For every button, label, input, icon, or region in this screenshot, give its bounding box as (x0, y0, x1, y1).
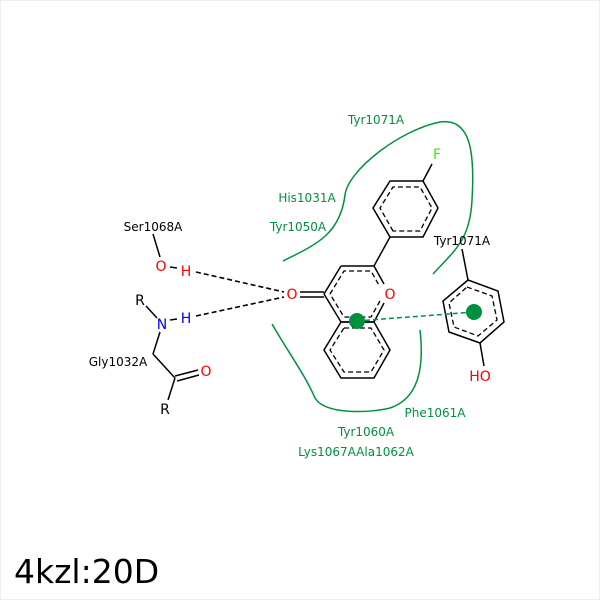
bond (323, 265, 342, 295)
hydrophobic-arc-top (282, 121, 474, 275)
ring-centroid (349, 313, 365, 329)
residue-label-lys1067-ala1062: Lys1067AAla1062A (298, 445, 414, 459)
bond (174, 369, 199, 377)
ser-oxygen: O (155, 259, 166, 275)
r-group: R (135, 293, 145, 309)
hydrogen-bond (195, 296, 285, 317)
residue-label-ser1068: Ser1068A (124, 220, 183, 234)
hydrophobic-arc-bottom (271, 323, 423, 413)
gly-nitrogen: N (157, 317, 167, 333)
r-group: R (160, 402, 170, 418)
bond (373, 236, 391, 267)
aromatic-bond (448, 286, 498, 337)
residue-label-gly1032: Gly1032A (89, 355, 148, 369)
residue-label-tyr1071-black: Tyr1071A (433, 234, 491, 248)
gly-oxygen: O (200, 364, 211, 380)
bond (461, 248, 469, 281)
bond (145, 305, 158, 319)
bond (169, 266, 178, 269)
aromatic-bond (329, 327, 385, 373)
residue-label-phe1061: Phe1061A (405, 406, 467, 420)
bond (169, 318, 178, 321)
hydrogen-bond (195, 271, 285, 293)
residue-label-tyr1050: Tyr1050A (269, 220, 327, 234)
bond (152, 331, 161, 355)
bond (422, 163, 433, 182)
benzo-ring (323, 321, 391, 379)
diagram-title: 4kzl:20D (14, 552, 160, 591)
bond (176, 374, 200, 382)
tyr1071-residue: HO Tyr1071A (433, 234, 505, 385)
ring-centroid (466, 304, 482, 320)
bond (373, 265, 385, 285)
aromatic-bond (379, 186, 433, 232)
residue-label-tyr1071: Tyr1071A (347, 113, 405, 127)
carbonyl-oxygen: O (286, 287, 297, 303)
bond (152, 353, 176, 379)
bond (152, 233, 161, 258)
tyr-hydroxyl: HO (469, 369, 491, 385)
bond (323, 293, 342, 323)
residue-label-tyr1060: Tyr1060A (337, 425, 395, 439)
gly-hydrogen: H (181, 311, 192, 327)
ser1068-residue: Ser1068A O H (124, 220, 192, 280)
ring-oxygen: O (384, 287, 395, 303)
aromatic-bond (329, 293, 381, 318)
fluorine-atom: F (433, 147, 441, 163)
bond (167, 377, 176, 401)
residue-label-his1031: His1031A (278, 191, 336, 205)
gly1032-residue: R N H O R Gly1032A (89, 293, 212, 418)
fluorophenyl-ring (372, 180, 439, 238)
bond (479, 342, 485, 367)
ligand: O O F (286, 147, 441, 379)
aromatic-bond (329, 270, 381, 295)
pi-stacking-line (356, 311, 475, 322)
ser-hydrogen: H (181, 264, 192, 280)
